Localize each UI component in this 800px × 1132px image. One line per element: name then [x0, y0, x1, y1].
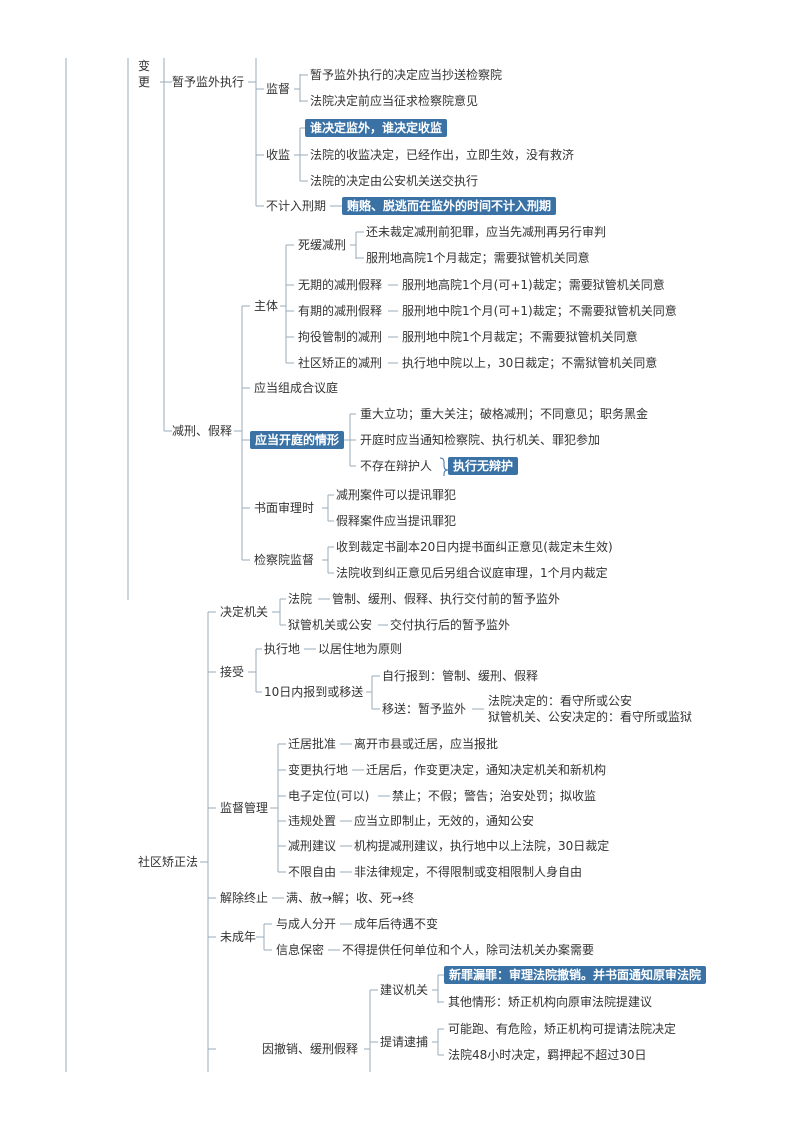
node-youqi-1: 服刑地中院1个月(可+1)裁定；不需要狱管机关同意 [402, 304, 677, 318]
node-shequ: 社区矫正法 [138, 855, 199, 869]
node-yuguan-1: 交付执行后的暂予监外 [390, 618, 511, 632]
node-jianxingjy-1: 机构提减刑建议，执行地中以上法院，30日裁定 [354, 839, 610, 853]
node-kaiting-3: 不存在辩护人 [360, 459, 433, 473]
node-geng: 更 [138, 75, 151, 89]
node-qianju: 迁居批准 [288, 737, 337, 751]
node-kaiting-1: 重大立功；重大关注；破格减刑；不同意见；职务黑金 [360, 407, 649, 421]
node-heyiting: 应当组成合议庭 [254, 381, 339, 395]
node-sihuan: 死缓减刑 [298, 238, 347, 252]
node-shumian-1: 减刑案件可以提讯罪犯 [336, 488, 457, 502]
node-jcy-1: 收到裁定书副本20日内提书面纠正意见(裁定未生效) [336, 540, 613, 554]
node-weichengnian: 未成年 [220, 930, 257, 944]
node-jianyi-highlight: 新罪漏罪：审理法院撤销。并书面通知原审法院 [444, 966, 707, 984]
node-jieshou: 接受 [220, 665, 245, 679]
node-shumian: 书面审理时 [254, 501, 315, 515]
node-jiandu-1: 暂予监外执行的决定应当抄送检察院 [310, 68, 503, 82]
node-shoujian-highlight: 谁决定监外，谁决定收监 [305, 119, 448, 137]
node-jianxingjy: 减刑建议 [288, 839, 337, 853]
node-yisong-2: 狱管机关、公安决定的：看守所或监狱 [488, 710, 693, 724]
node-kaiting-3-highlight: 执行无辩护 [448, 457, 519, 475]
node-yuguan: 狱管机关或公安 [288, 618, 373, 632]
node-kaiting-2: 开庭时应当通知检察院、执行机关、罪犯参加 [360, 433, 601, 447]
node-jianyi-2: 其他情形：矫正机构向原审法院提建议 [448, 995, 653, 1009]
node-juyi-1: 服刑地中院1个月裁定；不需要狱管机关同意 [402, 330, 638, 344]
node-tiqing-2: 法院48小时决定，羁押起不超过30日 [448, 1048, 647, 1062]
node-shoujian-3: 法院的决定由公安机关送交执行 [310, 174, 479, 188]
node-fayuan-1: 管制、缓刑、假释、执行交付前的暂予监外 [332, 592, 561, 606]
node-jianduguanli: 监督管理 [220, 801, 269, 815]
node-shumian-2: 假释案件应当提讯罪犯 [336, 514, 457, 528]
node-shoujian-2: 法院的收监决定，已经作出，立即生效，没有救济 [310, 148, 575, 162]
node-biangeng: 变更执行地 [288, 763, 349, 777]
node-zixing: 自行报到：管制、缓刑、假释 [382, 669, 539, 683]
node-tiqing-1: 可能跑、有危险，矫正机构可提请法院决定 [448, 1022, 677, 1036]
node-yuchengren: 与成人分开 [276, 917, 337, 931]
node-jiandu: 监督 [266, 82, 291, 96]
node-bujiru: 不计入刑期 [266, 199, 327, 213]
node-jcy: 检察院监督 [254, 553, 315, 567]
node-xinxi-1: 不得提供任何单位和个人，除司法机关办案需要 [342, 943, 595, 957]
node-chexiao: 因撤销、缓刑假释 [262, 1042, 359, 1056]
node-yisong-1: 法院决定的：看守所或公安 [488, 694, 633, 708]
node-youqi: 有期的减刑假释 [298, 304, 383, 318]
node-yisong: 移送：暂予监外 [382, 702, 467, 716]
node-juyi: 拘役管制的减刑 [298, 330, 383, 344]
node-zhuti: 主体 [254, 299, 279, 313]
node-yuchengren-1: 成年后待遇不变 [354, 917, 439, 931]
node-dingwei: 电子定位(可以) [288, 789, 370, 803]
node-biangeng-1: 迁居后，作变更决定，通知决定机关和新机构 [366, 763, 607, 777]
node-juedingjiguan: 决定机关 [220, 605, 269, 619]
node-jcy-2: 法院收到纠正意见后另组合议庭审理，1个月内裁定 [336, 566, 608, 580]
node-jianyi: 建议机关 [380, 983, 429, 997]
node-wuqi: 无期的减刑假释 [298, 278, 383, 292]
node-xinxi: 信息保密 [276, 943, 325, 957]
node-qianju-1: 离开市县或迁居，应当报批 [354, 737, 499, 751]
node-jiandu-2: 法院决定前应当征求检察院意见 [310, 94, 479, 108]
node-jiechu-1: 满、赦→解；收、死→终 [286, 891, 415, 905]
node-sihuan-1: 还未裁定减刑前犯罪，应当先减刑再另行审判 [366, 225, 607, 239]
node-zhixingdi-1: 以居住地为原则 [318, 642, 403, 656]
node-tiqing: 提请逮捕 [380, 1035, 429, 1049]
node-jianxing: 减刑、假释 [172, 424, 233, 438]
node-buxian-1: 非法律规定，不得限制或变相限制人身自由 [354, 865, 583, 879]
node-shoujian: 收监 [266, 148, 291, 162]
node-wuqi-1: 服刑地高院1个月(可+1)裁定；需要狱管机关同意 [402, 278, 665, 292]
node-dingwei-1: 禁止；不假；警告；治安处罚；拟收监 [392, 789, 597, 803]
node-zhixingdi: 执行地 [264, 642, 301, 656]
node-zanyu: 暂予监外执行 [172, 75, 245, 89]
node-weigui: 违规处置 [288, 814, 337, 828]
node-shiri: 10日内报到或移送 [264, 685, 364, 699]
node-sihuan-2: 服刑地高院1个月裁定；需要狱管机关同意 [366, 251, 590, 265]
node-shequ-jianxing: 社区矫正的减刑 [298, 356, 383, 370]
node-weigui-1: 应当立即制止，无效的，通知公安 [354, 814, 535, 828]
node-bujiru-highlight: 贿赂、脱逃而在监外的时间不计入刑期 [342, 197, 557, 215]
node-kaiting-highlight: 应当开庭的情形 [250, 431, 345, 449]
node-bian: 变 [138, 59, 151, 73]
node-jiechu: 解除终止 [220, 891, 269, 905]
node-shequ-jianxing-1: 执行地中院以上，30日裁定；不需狱管机关同意 [402, 356, 658, 370]
node-fayuan: 法院 [288, 592, 313, 606]
node-buxian: 不限自由 [288, 865, 337, 879]
